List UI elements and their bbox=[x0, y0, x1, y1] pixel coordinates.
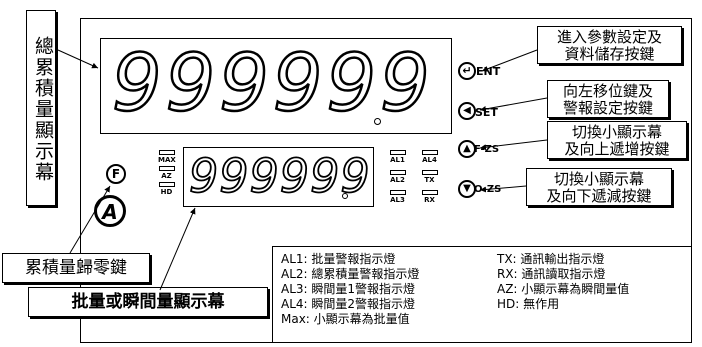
legend-al2: AL2: 總累積量警報指示燈 bbox=[281, 267, 420, 281]
leader-fzs bbox=[479, 139, 548, 151]
total-display-label: 總累積量顯示幕 bbox=[26, 10, 56, 206]
indicator-tx: TX bbox=[421, 170, 438, 184]
legend-row: AL1: 批量警報指示燈 TX: 通訊輸出指示燈 bbox=[281, 252, 683, 267]
legend-al4: AL4: 瞬間量2警報指示燈 bbox=[281, 297, 416, 311]
legend-hd: HD: 無作用 bbox=[497, 297, 560, 311]
legend-rx: RX: 通訊讀取指示燈 bbox=[497, 267, 606, 281]
indicator-hd: HD bbox=[158, 182, 175, 196]
set-button[interactable]: ◀ bbox=[458, 102, 476, 120]
indicator-al2: AL2 bbox=[389, 170, 406, 184]
leader-batch-display bbox=[159, 207, 196, 291]
indicator-al3: AL3 bbox=[389, 190, 406, 204]
f-reset-button[interactable]: F bbox=[106, 164, 126, 184]
legend-row: AL3: 瞬間量1警報指示燈 AZ: 小顯示幕為瞬間量值 bbox=[281, 282, 683, 297]
leader-reset-key bbox=[69, 185, 111, 254]
indicator-rx: RX bbox=[421, 190, 438, 204]
legend-al1: AL1: 批量警報指示燈 bbox=[281, 252, 396, 266]
legend-al3: AL3: 瞬間量1警報指示燈 bbox=[281, 282, 416, 296]
fzs-button-label: F-ZS bbox=[474, 144, 500, 155]
indicator-al1: AL1 bbox=[389, 150, 406, 164]
indicator-al4: AL4 bbox=[421, 150, 438, 164]
main-display-window bbox=[100, 38, 452, 134]
reset-key-label: 累積量歸零鍵 bbox=[2, 253, 150, 283]
indicator-max: MAX bbox=[158, 150, 176, 164]
leader-total-display bbox=[57, 49, 99, 69]
sub-display-digits: 999999 bbox=[188, 148, 371, 204]
legend-row: Max: 小顯示幕為批量值 bbox=[281, 312, 683, 327]
ent-button[interactable]: ↵ bbox=[458, 62, 476, 80]
ozs-button[interactable]: ▼ bbox=[458, 180, 476, 198]
legend-row: AL4: 瞬間量2警報指示燈 HD: 無作用 bbox=[281, 297, 683, 312]
leader-set bbox=[479, 97, 548, 112]
main-display-digits: 999999 bbox=[111, 38, 434, 131]
legend-tx: TX: 通訊輸出指示燈 bbox=[497, 252, 605, 266]
main-display-decimal-point bbox=[374, 118, 381, 125]
callout-fzs: 切換小顯示幕 及向上遞增按鍵 bbox=[547, 121, 687, 159]
legend-max: Max: 小顯示幕為批量值 bbox=[281, 312, 410, 326]
indicator-az: AZ bbox=[158, 166, 175, 180]
leader-ent bbox=[481, 49, 538, 72]
sub-display-decimal-point bbox=[342, 193, 348, 199]
callout-set: 向左移位鍵及 警報設定按鍵 bbox=[547, 80, 669, 118]
callout-ent: 進入參數設定及 資料儲存按鍵 bbox=[537, 26, 682, 64]
callout-ozs: 切換小顯示幕 及向下遞減按鍵 bbox=[526, 168, 672, 206]
legend-row: AL2: 總累積量警報指示燈 RX: 通訊讀取指示燈 bbox=[281, 267, 683, 282]
indicator-legend: AL1: 批量警報指示燈 TX: 通訊輸出指示燈 AL2: 總累積量警報指示燈 … bbox=[272, 246, 692, 343]
sub-display-window bbox=[183, 147, 374, 207]
legend-az: AZ: 小顯示幕為瞬間量值 bbox=[497, 282, 630, 296]
batch-display-label: 批量或瞬間量顯示幕 bbox=[28, 287, 268, 317]
leader-ozs bbox=[479, 185, 527, 193]
fzs-button[interactable]: ▲ bbox=[458, 140, 476, 158]
